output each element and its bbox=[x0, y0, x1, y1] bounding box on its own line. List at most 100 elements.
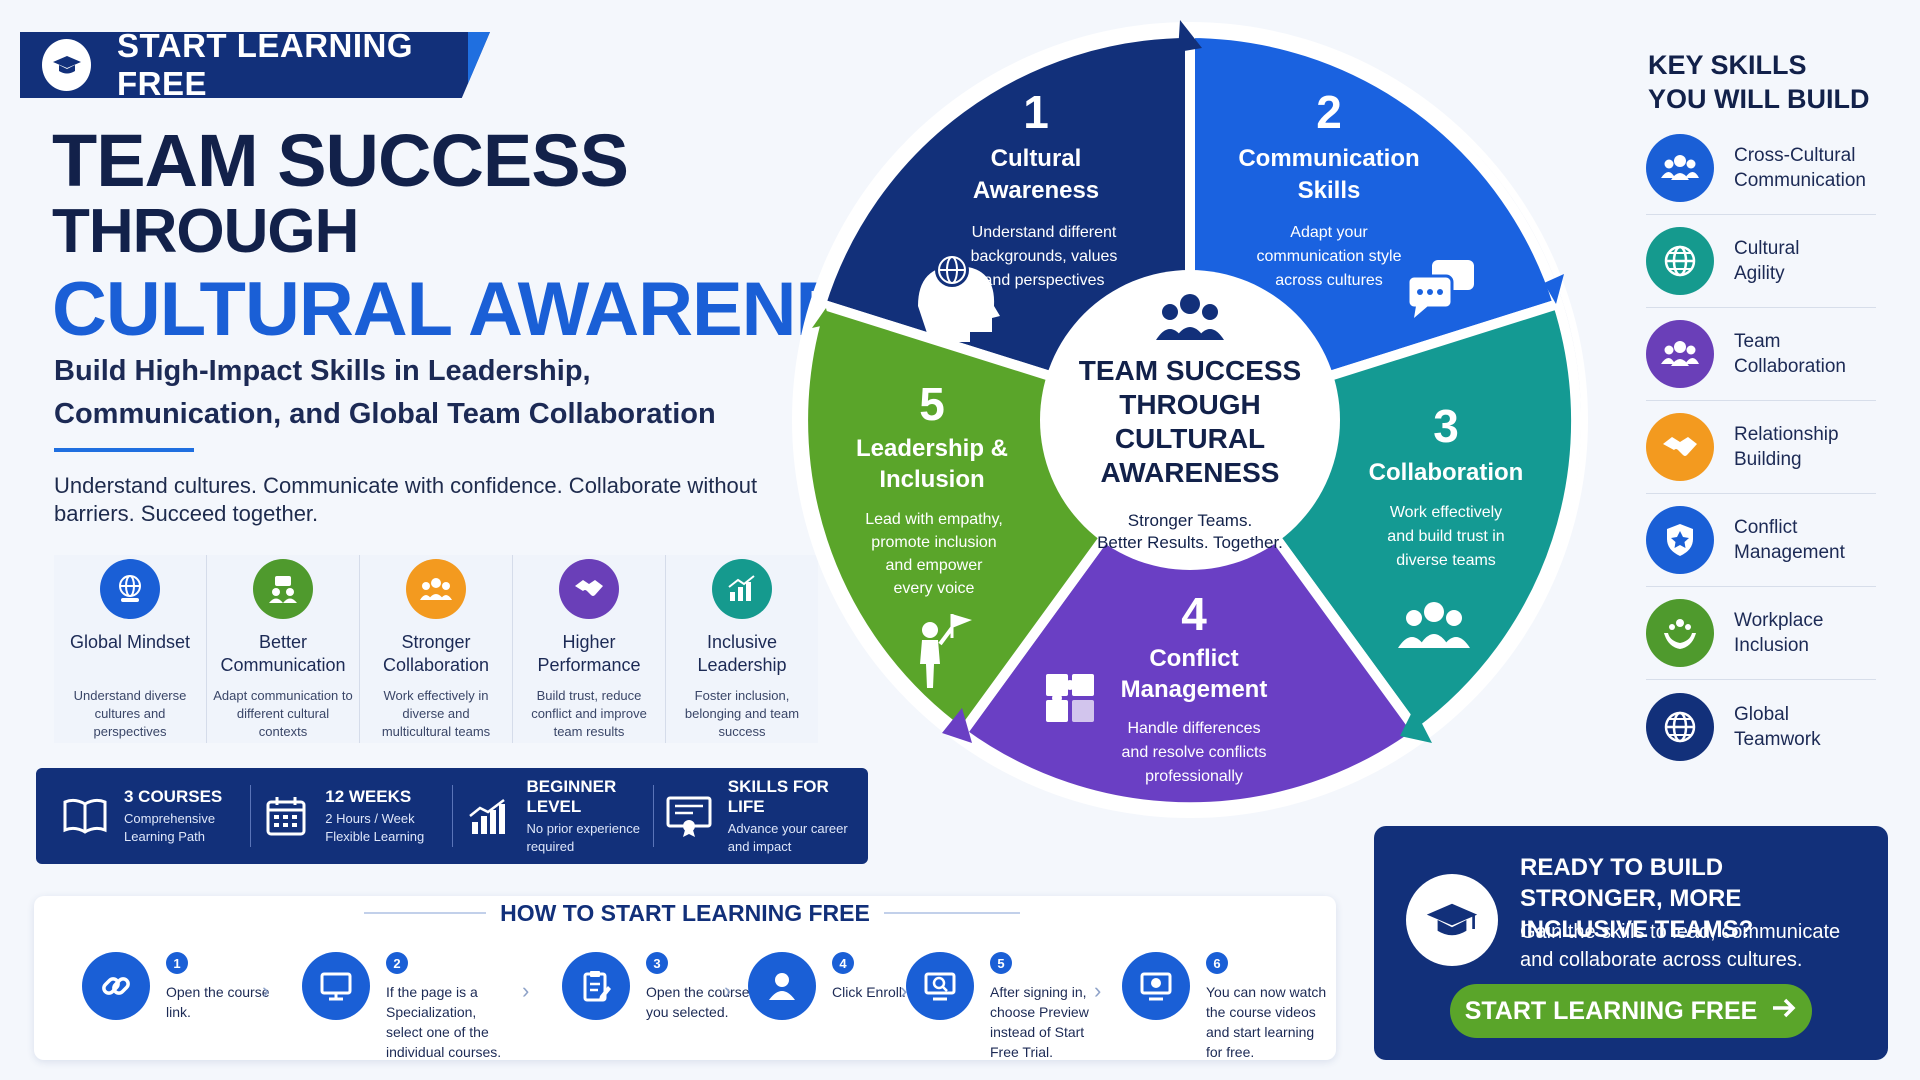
step-number: 6 bbox=[1206, 952, 1228, 974]
segment-desc-line2: backgrounds, values bbox=[971, 248, 1118, 265]
skill-label-line1: Cross-Cultural bbox=[1734, 145, 1856, 166]
benefit-inclusive-leadership: Inclusive Leadership Foster inclusion, b… bbox=[666, 555, 818, 743]
skill-label-line2: Management bbox=[1734, 542, 1845, 563]
chat-bubbles-icon bbox=[1406, 260, 1474, 318]
stat-title: BEGINNER LEVEL bbox=[526, 776, 617, 816]
benefit-desc: Work effectively in diverse and multicul… bbox=[381, 688, 491, 739]
stat-desc: 2 Hours / Week Flexible Learning bbox=[325, 810, 425, 844]
segment-title-line2: Skills bbox=[1298, 177, 1361, 204]
page-title-line1: TEAM SUCCESS bbox=[52, 119, 629, 202]
shield-icon bbox=[1646, 506, 1714, 574]
team-icon bbox=[1646, 320, 1714, 388]
stat-title: 3 COURSES bbox=[124, 786, 223, 806]
segment-desc-line1: Adapt your bbox=[1290, 224, 1368, 241]
segment-desc-line1: Work effectively bbox=[1390, 504, 1502, 521]
people-icon bbox=[1646, 134, 1714, 202]
step-text: You can now watch the course videos and … bbox=[1206, 984, 1327, 1060]
cultural-awareness-wheel: TEAM SUCCESS THROUGH CULTURAL AWARENESS … bbox=[792, 20, 1588, 818]
step-text: Open the course you selected. bbox=[646, 984, 750, 1020]
handshake-icon bbox=[1646, 413, 1714, 481]
play-screen-icon bbox=[1122, 952, 1190, 1020]
segment-desc-line3: across cultures bbox=[1275, 272, 1383, 289]
segment-desc-line3: diverse teams bbox=[1396, 552, 1496, 569]
center-sub-line1: Stronger Teams. bbox=[1128, 511, 1252, 530]
benefit-desc: Adapt communication to different cultura… bbox=[213, 688, 353, 739]
stat-desc: Advance your career and impact bbox=[727, 820, 848, 854]
benefit-better-communication: Better Communication Adapt communication… bbox=[207, 555, 360, 743]
segment-title-line1: Leadership & bbox=[856, 435, 1008, 462]
benefit-title: Better Communication bbox=[220, 632, 346, 675]
skill-label-line1: Global bbox=[1734, 703, 1789, 725]
arrow-right-icon: › bbox=[522, 978, 530, 1003]
page-title-line3: CULTURAL AWARENESS bbox=[52, 267, 946, 352]
puzzle-icon bbox=[1046, 674, 1094, 722]
skill-label-line2: Collaboration bbox=[1734, 356, 1846, 377]
team-icon bbox=[406, 559, 466, 619]
team-icon bbox=[1156, 294, 1224, 340]
calendar-icon bbox=[261, 791, 311, 841]
segment-number: 5 bbox=[919, 378, 945, 430]
segment-arrow-tip bbox=[1178, 20, 1202, 52]
graduation-cap-icon bbox=[1406, 874, 1498, 966]
benefit-higher-performance: Higher Performance Build trust, reduce c… bbox=[513, 555, 666, 743]
skill-label-line1: Cultural bbox=[1734, 238, 1800, 259]
globe-people-icon bbox=[100, 559, 160, 619]
skill-label-line2: Inclusion bbox=[1734, 635, 1809, 656]
arrow-right-icon: › bbox=[724, 978, 732, 1003]
segment-title-line1: Collaboration bbox=[1369, 459, 1524, 486]
start-learning-banner[interactable]: START LEARNING FREE bbox=[20, 32, 490, 98]
segment-desc-line2: and resolve conflicts bbox=[1122, 744, 1267, 761]
segment-arrow-tip bbox=[1544, 274, 1564, 304]
segment-desc-line1: Understand different bbox=[972, 224, 1117, 241]
clipboard-icon bbox=[562, 952, 630, 1020]
segment-title-line2: Awareness bbox=[973, 177, 1099, 204]
start-learning-button[interactable]: START LEARNING FREE bbox=[1450, 984, 1812, 1038]
segment-desc-line4: every voice bbox=[894, 580, 975, 597]
skill-label-line1: Workplace bbox=[1734, 610, 1824, 631]
step-text: After signing in, choose Preview instead… bbox=[990, 984, 1089, 1060]
segment-arrow-tip bbox=[812, 308, 830, 328]
benefit-title: Inclusive Leadership bbox=[697, 632, 787, 675]
how-to-title: HOW TO START LEARNING FREE bbox=[486, 900, 884, 926]
banner-label: START LEARNING FREE bbox=[117, 27, 414, 102]
segment-desc-line1: Handle differences bbox=[1127, 720, 1260, 737]
skills-title-line2: YOU WILL BUILD bbox=[1648, 84, 1870, 114]
wheel-center bbox=[1040, 270, 1340, 570]
segment-number: 3 bbox=[1433, 400, 1459, 452]
page-tagline: Understand cultures. Communicate with co… bbox=[54, 473, 758, 526]
benefit-stronger-collaboration: Stronger Collaboration Work effectively … bbox=[360, 555, 513, 743]
center-title-line4: AWARENESS bbox=[1101, 457, 1280, 488]
skill-label-line2: Agility bbox=[1734, 263, 1785, 284]
arrow-right-icon: › bbox=[1094, 978, 1102, 1003]
certificate-icon bbox=[664, 791, 714, 841]
title-divider bbox=[54, 448, 194, 452]
segment-arrow-tip bbox=[1400, 708, 1432, 743]
segment-title-line2: Inclusion bbox=[879, 466, 984, 493]
arrow-right-icon bbox=[1771, 997, 1797, 1026]
benefit-title: Higher Performance bbox=[537, 632, 641, 675]
skill-label-line2: Teamwork bbox=[1734, 728, 1821, 750]
monitor-icon bbox=[302, 952, 370, 1020]
center-sub-line2: Better Results. Together. bbox=[1097, 533, 1283, 552]
segment-title-line1: Conflict bbox=[1149, 645, 1238, 672]
segment-desc-line3: professionally bbox=[1145, 768, 1243, 785]
benefit-desc: Foster inclusion, belonging and team suc… bbox=[684, 688, 800, 739]
segment-desc-line2: and build trust in bbox=[1387, 528, 1504, 545]
benefit-desc: Understand diverse cultures and perspect… bbox=[73, 688, 187, 739]
page-subtitle: Build High-Impact Skills in Leadership, … bbox=[54, 355, 716, 430]
segment-title-line1: Communication bbox=[1238, 145, 1419, 172]
bar-chart-icon bbox=[463, 791, 513, 841]
banner-stripe bbox=[468, 32, 490, 98]
page-title-line2: THROUGH bbox=[52, 197, 359, 266]
segment-desc-line2: communication style bbox=[1257, 248, 1402, 265]
segment-title-line2: Management bbox=[1121, 676, 1268, 703]
cta-heading: READY TO BUILD STRONGER, MORE INCLUSIVE … bbox=[1520, 854, 1754, 943]
skill-label-line1: Conflict bbox=[1734, 517, 1798, 538]
growth-chart-icon bbox=[712, 559, 772, 619]
